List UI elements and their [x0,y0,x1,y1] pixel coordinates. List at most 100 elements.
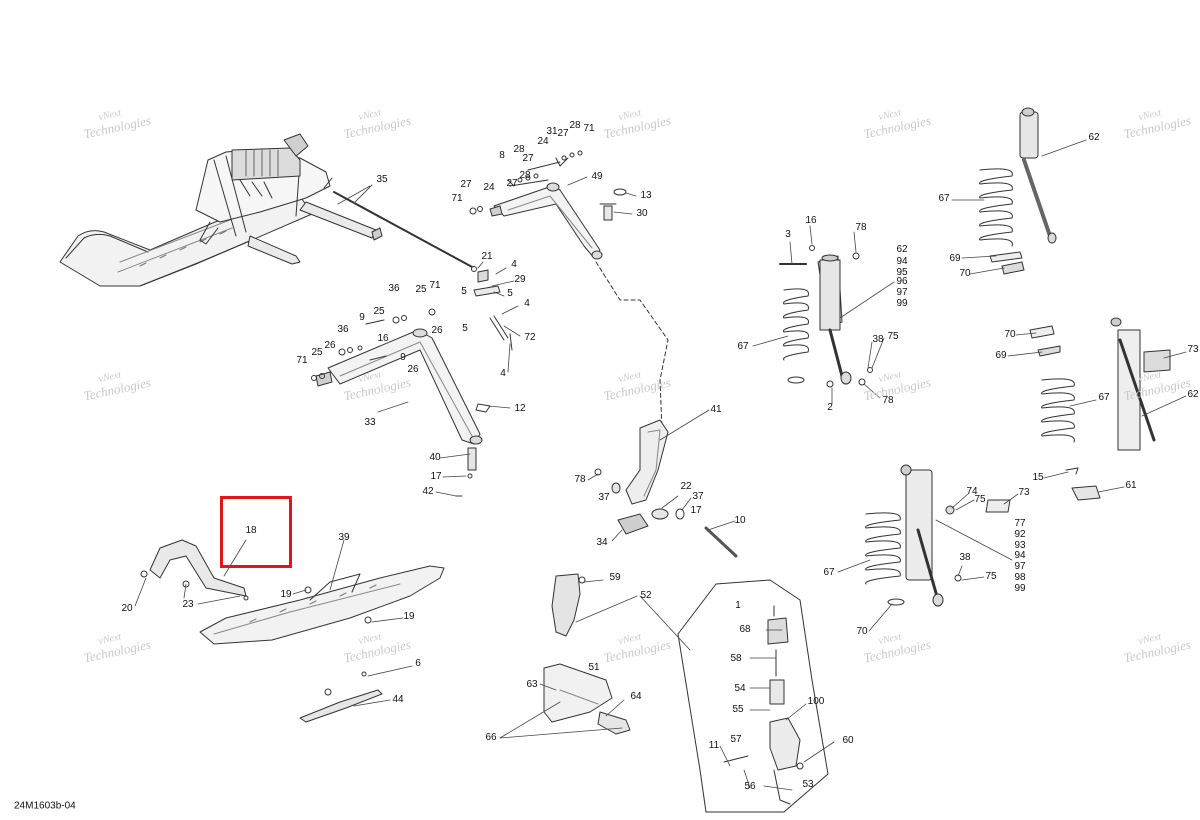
callout-22[interactable]: 22 [680,481,692,492]
callout-49[interactable]: 49 [591,171,603,182]
callout-28[interactable]: 28 [519,170,531,181]
callout-64[interactable]: 64 [630,691,642,702]
callout-78[interactable]: 78 [882,395,894,406]
callout-77[interactable]: 77 [1014,518,1026,529]
callout-9[interactable]: 9 [400,352,406,363]
callout-19[interactable]: 19 [403,611,415,622]
callout-40[interactable]: 40 [429,452,441,463]
callout-33[interactable]: 33 [364,417,376,428]
callout-54[interactable]: 54 [734,683,746,694]
callout-51[interactable]: 51 [588,662,600,673]
callout-75[interactable]: 75 [985,571,997,582]
callout-18[interactable]: 18 [245,525,257,536]
callout-95[interactable]: 95 [896,267,908,278]
callout-16[interactable]: 16 [377,333,389,344]
callout-98[interactable]: 98 [1014,572,1026,583]
callout-75[interactable]: 75 [887,331,899,342]
callout-57[interactable]: 57 [730,734,742,745]
callout-67[interactable]: 67 [737,341,749,352]
callout-3[interactable]: 3 [785,229,791,240]
callout-25[interactable]: 25 [373,306,385,317]
callout-74[interactable]: 74 [966,486,978,497]
callout-5[interactable]: 5 [462,323,468,334]
callout-20[interactable]: 20 [121,603,133,614]
callout-99[interactable]: 99 [896,298,908,309]
callout-66[interactable]: 66 [485,732,497,743]
callout-52[interactable]: 52 [640,590,652,601]
callout-19[interactable]: 19 [280,589,292,600]
callout-62[interactable]: 62 [896,244,908,255]
callout-10[interactable]: 10 [734,515,746,526]
callout-73[interactable]: 73 [1018,487,1030,498]
callout-94[interactable]: 94 [896,256,908,267]
callout-75[interactable]: 75 [974,494,986,505]
callout-96[interactable]: 96 [896,276,908,287]
callout-37[interactable]: 37 [692,491,704,502]
callout-78[interactable]: 78 [855,222,867,233]
callout-34[interactable]: 34 [596,537,608,548]
callout-71[interactable]: 71 [429,280,441,291]
callout-63[interactable]: 63 [526,679,538,690]
callout-15[interactable]: 15 [1032,472,1044,483]
callout-13[interactable]: 13 [640,190,652,201]
callout-24[interactable]: 24 [537,136,549,147]
callout-100[interactable]: 100 [807,696,825,707]
callout-58[interactable]: 58 [730,653,742,664]
callout-59[interactable]: 59 [609,572,621,583]
callout-1[interactable]: 1 [735,600,741,611]
callout-2[interactable]: 2 [827,402,833,413]
callout-62[interactable]: 62 [1187,389,1199,400]
callout-70[interactable]: 70 [1004,329,1016,340]
callout-28[interactable]: 28 [569,120,581,131]
callout-16[interactable]: 16 [805,215,817,226]
callout-8[interactable]: 8 [499,150,505,161]
callout-27[interactable]: 27 [557,128,569,139]
callout-26[interactable]: 26 [431,325,443,336]
callout-69[interactable]: 69 [949,253,961,264]
callout-5[interactable]: 5 [507,288,513,299]
callout-70[interactable]: 70 [959,268,971,279]
callout-62[interactable]: 62 [1088,132,1100,143]
callout-71[interactable]: 71 [451,193,463,204]
callout-97[interactable]: 97 [896,287,908,298]
callout-12[interactable]: 12 [514,403,526,414]
callout-99[interactable]: 99 [1014,583,1026,594]
callout-25[interactable]: 25 [415,284,427,295]
callout-38[interactable]: 38 [872,334,884,345]
callout-36[interactable]: 36 [388,283,400,294]
callout-35[interactable]: 35 [376,174,388,185]
callout-4[interactable]: 4 [500,368,506,379]
callout-68[interactable]: 68 [739,624,751,635]
callout-94[interactable]: 94 [1014,550,1026,561]
callout-4[interactable]: 4 [524,298,530,309]
callout-36[interactable]: 36 [337,324,349,335]
callout-27[interactable]: 27 [506,178,518,189]
callout-56[interactable]: 56 [744,781,756,792]
callout-92[interactable]: 92 [1014,529,1026,540]
callout-38[interactable]: 38 [959,552,971,563]
callout-97[interactable]: 97 [1014,561,1026,572]
callout-67[interactable]: 67 [938,193,950,204]
callout-28[interactable]: 28 [513,144,525,155]
callout-53[interactable]: 53 [802,779,814,790]
callout-39[interactable]: 39 [338,532,350,543]
callout-60[interactable]: 60 [842,735,854,746]
callout-61[interactable]: 61 [1125,480,1137,491]
callout-44[interactable]: 44 [392,694,404,705]
callout-71[interactable]: 71 [296,355,308,366]
callout-31[interactable]: 31 [546,126,558,137]
callout-67[interactable]: 67 [1098,392,1110,403]
callout-21[interactable]: 21 [481,251,493,262]
callout-37[interactable]: 37 [598,492,610,503]
callout-17[interactable]: 17 [690,505,702,516]
callout-27[interactable]: 27 [460,179,472,190]
callout-72[interactable]: 72 [524,332,536,343]
callout-5[interactable]: 5 [461,286,467,297]
callout-78[interactable]: 78 [574,474,586,485]
callout-29[interactable]: 29 [514,274,526,285]
callout-30[interactable]: 30 [636,208,648,219]
callout-9[interactable]: 9 [359,312,365,323]
callout-71[interactable]: 71 [583,123,595,134]
callout-23[interactable]: 23 [182,599,194,610]
callout-41[interactable]: 41 [710,404,722,415]
